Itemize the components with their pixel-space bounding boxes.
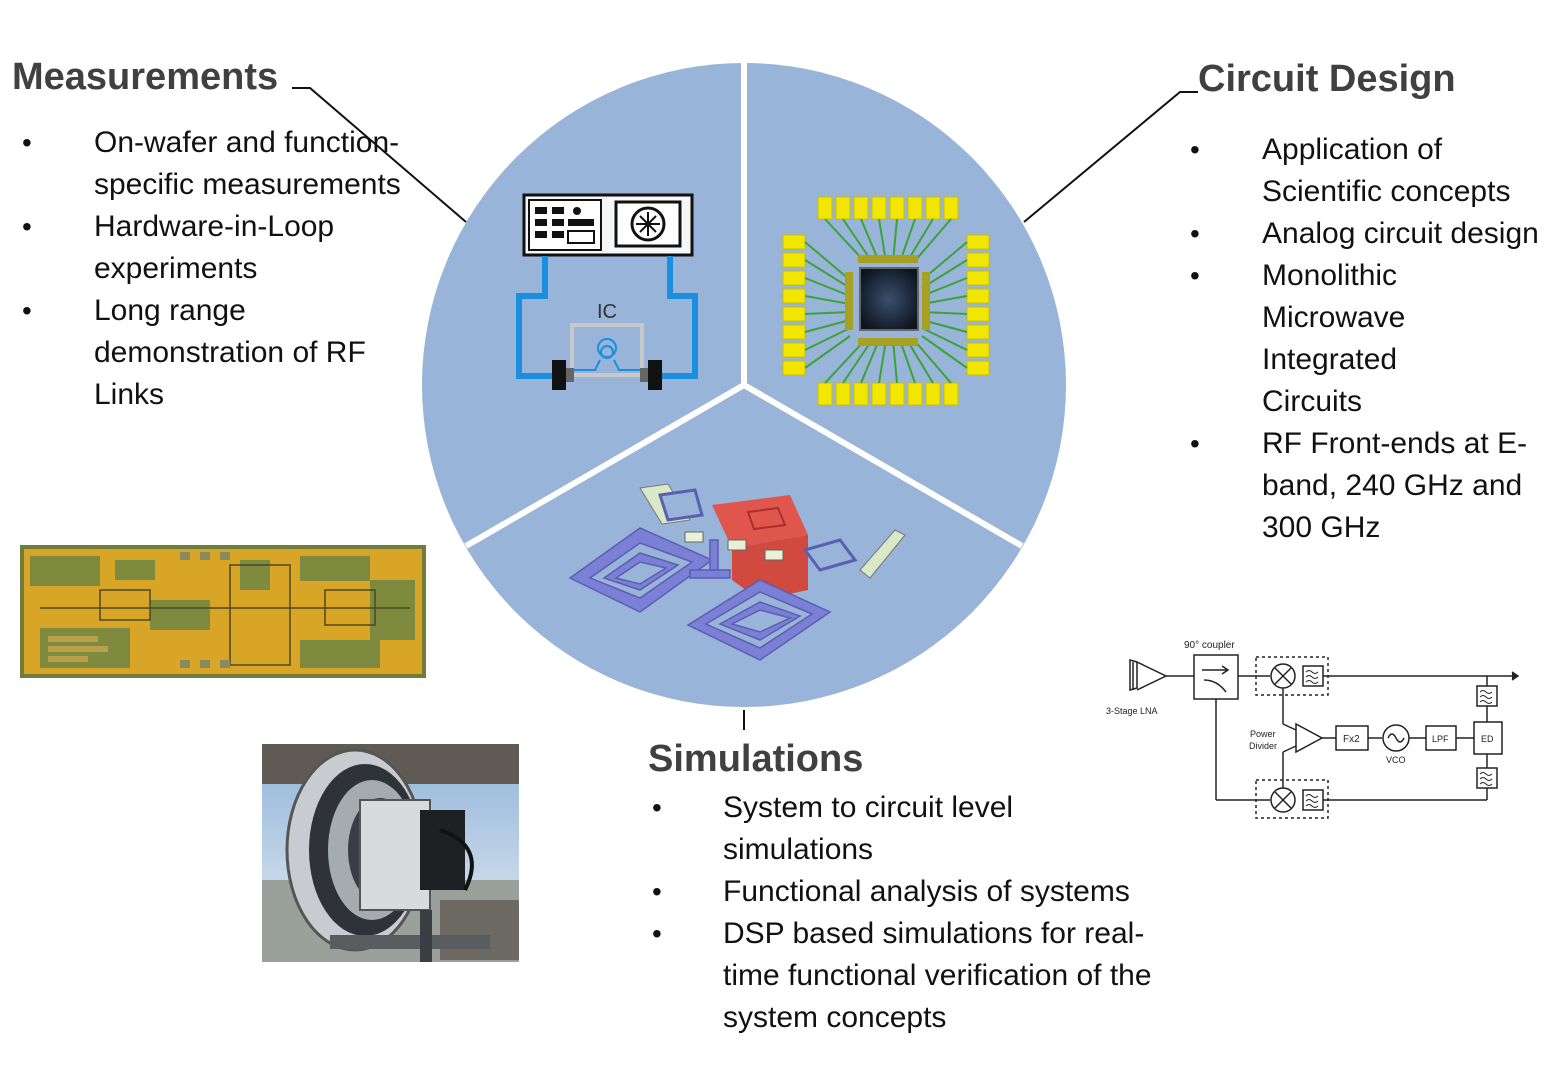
power-divider-label-2: Divider [1249, 741, 1277, 751]
list-item-text: System to circuit level simulations [723, 791, 1014, 866]
list-item: • DSP based simulations for real-time fun… [652, 913, 1172, 1039]
antenna-photo [262, 744, 519, 962]
bullet-icon: • [1190, 428, 1200, 459]
vco-label: VCO [1386, 755, 1406, 765]
bullet-icon: • [652, 918, 662, 949]
measurements-list: • On-wafer and function-specific measurem… [22, 122, 412, 416]
simulations-heading: Simulations [648, 738, 864, 780]
power-divider-label-1: Power [1250, 729, 1276, 739]
list-item: • Functional analysis of systems [652, 871, 1172, 913]
bullet-icon: • [1190, 260, 1200, 291]
list-item: • Application of Scientific concepts [1190, 129, 1558, 213]
block-diagram: 90° coupler 3-Stage LNA Power Divider Fx… [1106, 640, 1520, 819]
lpf-label: LPF [1432, 734, 1449, 744]
list-item: • System to circuit level simulations [652, 787, 1172, 871]
measurements-connector [292, 87, 467, 223]
lna-label: 3-Stage LNA [1106, 706, 1158, 716]
list-item: • Long range demonstration of RF Links [22, 290, 412, 416]
mmic-die-photo [20, 545, 426, 678]
simulations-list: • System to circuit level simulations • Fu… [652, 787, 1172, 1039]
bullet-icon: • [22, 211, 32, 242]
bullet-icon: • [1190, 218, 1200, 249]
list-item-text: Long range demonstration of RF Links [94, 294, 366, 411]
layout-3d-illustration [568, 483, 906, 661]
pie-divider-right [742, 382, 1024, 549]
bullet-icon: • [652, 876, 662, 907]
ic-label: IC [597, 301, 617, 323]
list-item-text: Analog circuit design [1262, 217, 1539, 250]
list-item-text: DSP based simulations for real-time func… [723, 917, 1152, 1034]
connector-lines [292, 87, 1198, 730]
list-item: • RF Front-ends at E-band, 240 GHz and 30… [1190, 423, 1558, 549]
measurements-heading: Measurements [12, 56, 279, 98]
bullet-icon: • [22, 295, 32, 326]
fx2-label: Fx2 [1343, 734, 1360, 745]
ed-label: ED [1481, 734, 1494, 744]
list-item-text: Hardware-in-Loop experiments [94, 210, 335, 285]
circuit-design-heading: Circuit Design [1198, 58, 1456, 100]
bullet-icon: • [1190, 134, 1200, 165]
bullet-icon: • [22, 127, 32, 158]
list-item-text: On-wafer and function-specific measureme… [94, 126, 401, 201]
list-item-text: RF Front-ends at E-band, 240 GHz and 300… [1262, 427, 1528, 544]
bullet-icon: • [652, 792, 662, 823]
circuit-design-list: • Application of Scientific concepts • Ana… [1190, 129, 1558, 549]
pie-divider-left [464, 382, 746, 549]
list-item: • Monolithic Microwave Integrated Circuit… [1190, 255, 1558, 423]
list-item-text: Functional analysis of systems [723, 875, 1130, 908]
instrument-illustration: IC [516, 193, 698, 390]
list-item: • Analog circuit design [1190, 213, 1558, 255]
chip-illustration [782, 196, 990, 406]
list-item-text: Monolithic Microwave Integrated Circuits [1262, 259, 1406, 418]
list-item: • On-wafer and function-specific measurem… [22, 122, 412, 206]
list-item-text: Application of Scientific concepts [1262, 133, 1511, 208]
list-item: • Hardware-in-Loop experiments [22, 206, 412, 290]
circuit-design-connector [1023, 91, 1198, 223]
coupler-label: 90° coupler [1184, 640, 1235, 651]
